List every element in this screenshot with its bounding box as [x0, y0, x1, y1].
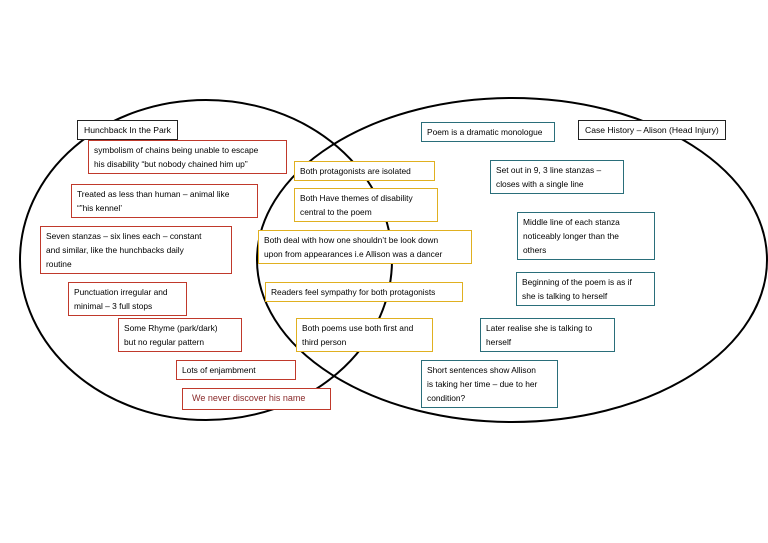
left-point-chains: symbolism of chains being unable to esca…	[88, 140, 287, 174]
left-point-enjambment: Lots of enjambment	[176, 360, 296, 380]
left-point-rhyme: Some Rhyme (park/dark) but no regular pa…	[118, 318, 242, 352]
right-point-middle-line: Middle line of each stanza noticeably lo…	[517, 212, 655, 260]
left-point-no-name: We never discover his name	[182, 388, 331, 410]
right-point-stanza-layout: Set out in 9, 3 line stanzas – closes wi…	[490, 160, 624, 194]
left-point-less-than-human: Treated as less than human – animal like…	[71, 184, 258, 218]
right-point-short-sentences: Short sentences show Allison is taking h…	[421, 360, 558, 408]
left-point-seven-stanzas: Seven stanzas – six lines each – constan…	[40, 226, 232, 274]
left-title-hunchback: Hunchback In the Park	[77, 120, 178, 140]
shared-point-first-third-person: Both poems use both first and third pers…	[296, 318, 433, 352]
right-circle-alison	[256, 97, 768, 423]
shared-point-isolated: Both protagonists are isolated	[294, 161, 435, 181]
shared-point-disability: Both Have themes of disability central t…	[294, 188, 438, 222]
right-point-monologue: Poem is a dramatic monologue	[421, 122, 555, 142]
right-title-alison: Case History – Alison (Head Injury)	[578, 120, 726, 140]
left-point-punctuation: Punctuation irregular and minimal – 3 fu…	[68, 282, 187, 316]
right-point-later-realise: Later realise she is talking to herself	[480, 318, 615, 352]
shared-point-sympathy: Readers feel sympathy for both protagoni…	[265, 282, 463, 302]
shared-point-appearances: Both deal with how one shouldn’t be look…	[258, 230, 472, 264]
right-point-talking-to-herself: Beginning of the poem is as if she is ta…	[516, 272, 655, 306]
